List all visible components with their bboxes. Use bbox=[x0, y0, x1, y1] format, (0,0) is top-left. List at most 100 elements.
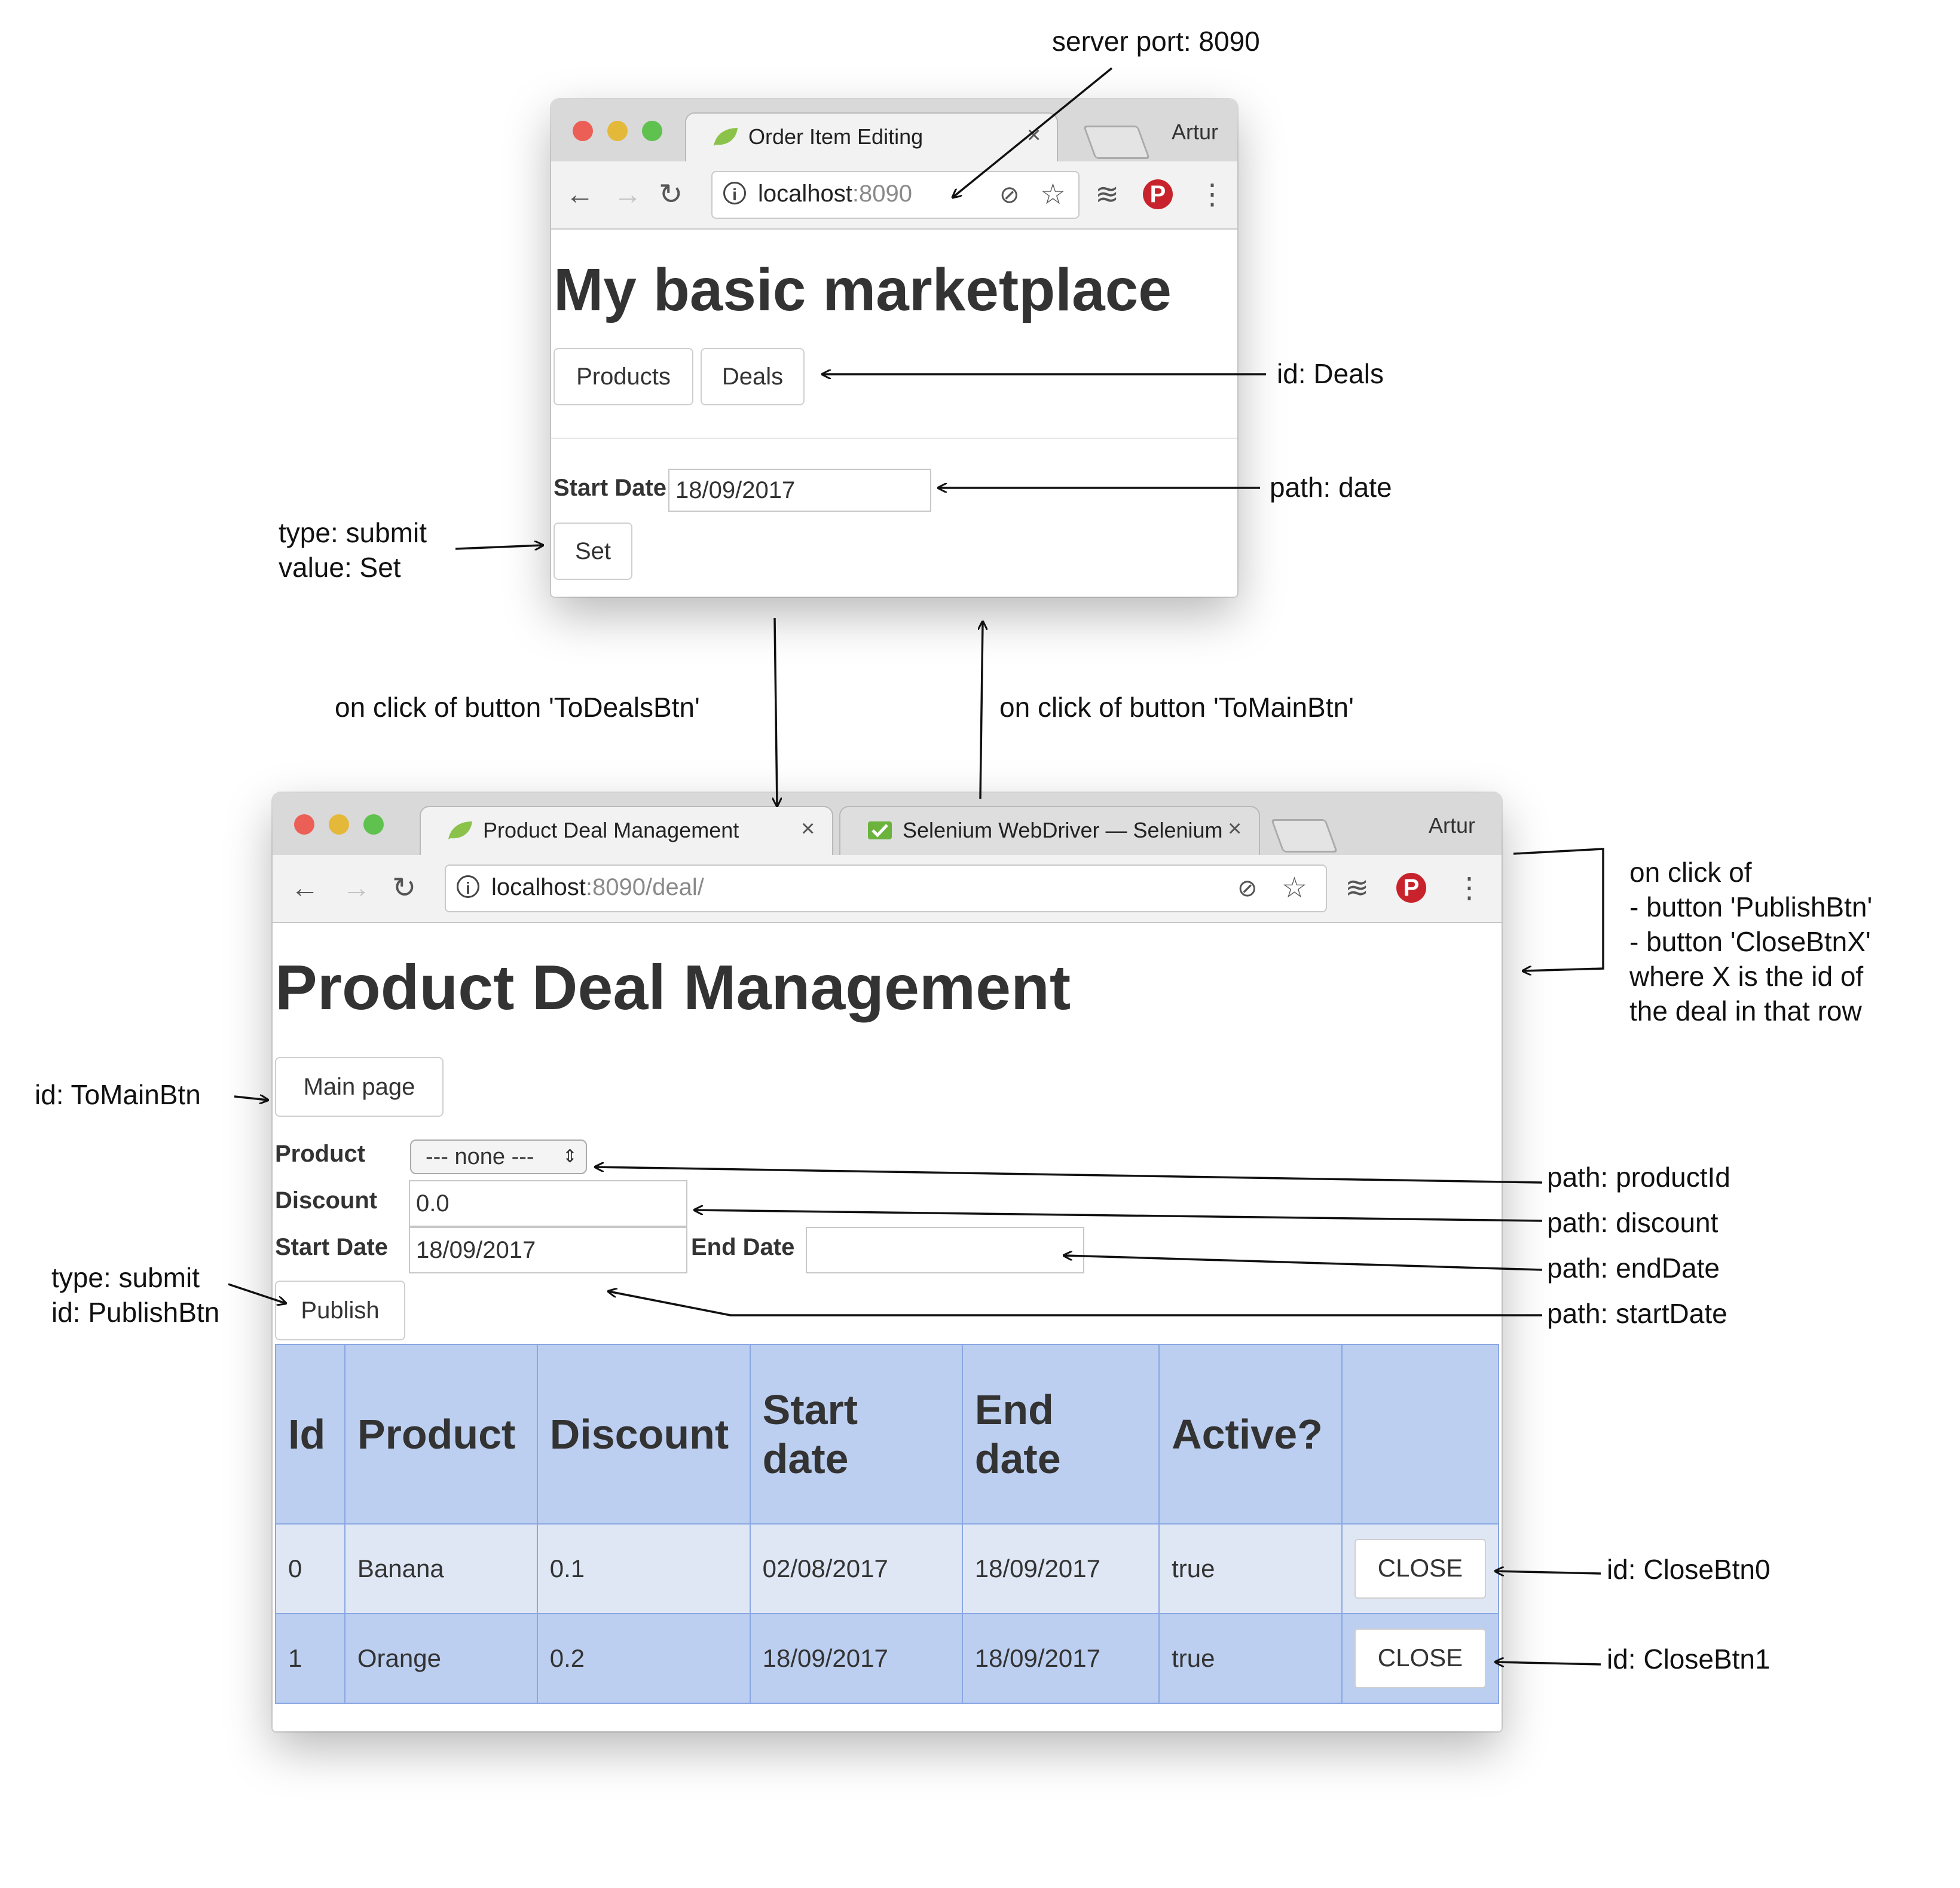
translate-blocked-icon[interactable]: ⊘ bbox=[1237, 875, 1258, 902]
annotation-to-main-id: id: ToMainBtn bbox=[35, 1079, 201, 1110]
annotation-date-path: path: date bbox=[1270, 472, 1392, 503]
arrow-to-main bbox=[980, 622, 983, 799]
toolbar: ← → ↻ i localhost:8090/deal/ ⊘ ☆ ≋ P ⋮ bbox=[273, 855, 1502, 923]
cell-product: Banana bbox=[344, 1523, 538, 1614]
info-icon[interactable]: i bbox=[723, 182, 746, 204]
tab-selenium-webdriver[interactable]: Selenium WebDriver — Selenium × bbox=[840, 807, 1259, 855]
cell-action: CLOSE bbox=[1341, 1613, 1499, 1704]
pinterest-icon[interactable]: P bbox=[1143, 179, 1173, 209]
back-icon[interactable]: ← bbox=[565, 179, 594, 210]
profile-name[interactable]: Artur bbox=[1172, 120, 1219, 144]
bookmark-star-icon[interactable]: ☆ bbox=[1282, 872, 1308, 904]
selenium-check-icon bbox=[868, 821, 892, 839]
cell-discount: 0.1 bbox=[536, 1523, 751, 1614]
product-select-value: --- none --- bbox=[426, 1144, 534, 1169]
tab-close-icon[interactable]: × bbox=[1027, 122, 1041, 148]
tab-order-item-editing[interactable]: Order Item Editing × bbox=[686, 114, 1057, 161]
start-date-label: Start Date bbox=[554, 475, 666, 501]
tab-title: Order Item Editing bbox=[748, 124, 924, 149]
close-deal-button[interactable]: CLOSE bbox=[1354, 1629, 1486, 1688]
start-date-input[interactable]: 18/09/2017 bbox=[668, 469, 931, 512]
arrow-set-button bbox=[455, 545, 543, 549]
menu-kebab-icon[interactable]: ⋮ bbox=[1455, 872, 1484, 904]
layers-extension-icon[interactable]: ≋ bbox=[1345, 872, 1369, 904]
window-zoom-dot[interactable] bbox=[642, 121, 662, 141]
pinterest-icon[interactable]: P bbox=[1396, 873, 1426, 903]
deals-table: Id Product Discount Start date End date … bbox=[275, 1344, 1499, 1704]
window-minimize-dot[interactable] bbox=[329, 814, 349, 835]
end-date-input[interactable] bbox=[806, 1227, 1084, 1273]
spring-leaf-icon bbox=[448, 821, 472, 839]
page-title: Product Deal Management bbox=[275, 952, 1071, 1023]
tab-close-icon[interactable]: × bbox=[801, 815, 815, 842]
window-minimize-dot[interactable] bbox=[607, 121, 628, 141]
annotation-close0-id: id: CloseBtn0 bbox=[1607, 1554, 1771, 1585]
menu-kebab-icon[interactable]: ⋮ bbox=[1198, 179, 1227, 210]
annotation-reload-line-3: - button 'CloseBtnX' bbox=[1629, 926, 1871, 957]
close-deal-button[interactable]: CLOSE bbox=[1354, 1539, 1486, 1599]
annotation-product-path: path: productId bbox=[1547, 1162, 1730, 1193]
address-bar[interactable]: i localhost:8090 ⊘ ☆ bbox=[711, 171, 1080, 219]
cell-action: CLOSE bbox=[1341, 1523, 1499, 1614]
set-button[interactable]: Set bbox=[554, 523, 632, 580]
start-date-label: Start Date bbox=[275, 1234, 388, 1260]
publish-button[interactable]: Publish bbox=[275, 1281, 405, 1340]
start-date-input[interactable]: 18/09/2017 bbox=[409, 1227, 687, 1273]
reload-icon[interactable]: ↻ bbox=[659, 179, 683, 210]
annotation-close1-id: id: CloseBtn1 bbox=[1607, 1643, 1771, 1675]
cell-start-date: 02/08/2017 bbox=[749, 1523, 963, 1614]
window-zoom-dot[interactable] bbox=[363, 814, 384, 835]
back-icon[interactable]: ← bbox=[291, 872, 319, 904]
product-label: Product bbox=[275, 1141, 366, 1167]
browser-window-main: Order Item Editing × Artur ← → ↻ i local… bbox=[551, 99, 1237, 597]
profile-name[interactable]: Artur bbox=[1429, 813, 1476, 838]
cell-id: 1 bbox=[275, 1613, 345, 1704]
forward-icon[interactable]: → bbox=[342, 872, 371, 904]
end-date-label: End Date bbox=[691, 1234, 795, 1260]
tab-close-icon[interactable]: × bbox=[1228, 815, 1242, 842]
deals-button[interactable]: Deals bbox=[701, 348, 805, 405]
header-discount: Discount bbox=[536, 1344, 751, 1525]
new-tab-button[interactable] bbox=[1270, 819, 1338, 853]
window-close-dot[interactable] bbox=[294, 814, 314, 835]
annotation-to-deals: on click of button 'ToDealsBtn' bbox=[335, 692, 700, 723]
info-icon[interactable]: i bbox=[457, 875, 479, 898]
tab-title: Product Deal Management bbox=[483, 818, 739, 842]
annotation-startdate-path: path: startDate bbox=[1547, 1298, 1727, 1329]
browser-window-deals: Product Deal Management × Selenium WebDr… bbox=[273, 793, 1502, 1731]
title-bar: Product Deal Management × Selenium WebDr… bbox=[273, 793, 1502, 855]
new-tab-button[interactable] bbox=[1083, 126, 1151, 159]
translate-blocked-icon[interactable]: ⊘ bbox=[999, 182, 1020, 208]
product-select[interactable]: --- none --- ⇕ bbox=[410, 1139, 587, 1174]
tab-product-deal-management[interactable]: Product Deal Management × bbox=[421, 807, 832, 855]
header-id: Id bbox=[275, 1344, 345, 1525]
select-arrows-icon: ⇕ bbox=[562, 1147, 577, 1166]
page-title: My basic marketplace bbox=[554, 256, 1172, 323]
table-row: 0 Banana 0.1 02/08/2017 18/09/2017 true … bbox=[275, 1523, 1499, 1614]
divider bbox=[551, 438, 1237, 439]
annotation-reload-line-4: where X is the id of bbox=[1629, 961, 1864, 992]
reload-icon[interactable]: ↻ bbox=[392, 872, 417, 904]
products-button[interactable]: Products bbox=[554, 348, 693, 405]
header-active: Active? bbox=[1158, 1344, 1343, 1525]
arrow-to-main-btn bbox=[234, 1096, 268, 1100]
cell-end-date: 18/09/2017 bbox=[961, 1523, 1160, 1614]
main-page-button[interactable]: Main page bbox=[275, 1057, 444, 1117]
annotation-deals-id: id: Deals bbox=[1277, 358, 1384, 389]
discount-input[interactable]: 0.0 bbox=[409, 1180, 687, 1227]
forward-icon[interactable]: → bbox=[613, 179, 642, 210]
bookmark-star-icon[interactable]: ☆ bbox=[1040, 179, 1066, 210]
window-close-dot[interactable] bbox=[573, 121, 593, 141]
toolbar: ← → ↻ i localhost:8090 ⊘ ☆ ≋ P ⋮ bbox=[551, 161, 1237, 230]
tab-title: Selenium WebDriver — Selenium bbox=[903, 818, 1223, 842]
annotation-set-type: type: submit bbox=[279, 517, 427, 548]
address-bar[interactable]: i localhost:8090/deal/ ⊘ ☆ bbox=[445, 864, 1327, 912]
annotation-publish-type: type: submit bbox=[51, 1262, 200, 1293]
annotation-publish-id: id: PublishBtn bbox=[51, 1297, 220, 1328]
arrow-close0 bbox=[1496, 1571, 1601, 1574]
layers-extension-icon[interactable]: ≋ bbox=[1095, 179, 1120, 210]
annotation-reload-line-5: the deal in that row bbox=[1629, 995, 1862, 1027]
table-header-row: Id Product Discount Start date End date … bbox=[275, 1344, 1499, 1525]
cell-discount: 0.2 bbox=[536, 1613, 751, 1704]
arrow-to-deals bbox=[775, 618, 777, 806]
